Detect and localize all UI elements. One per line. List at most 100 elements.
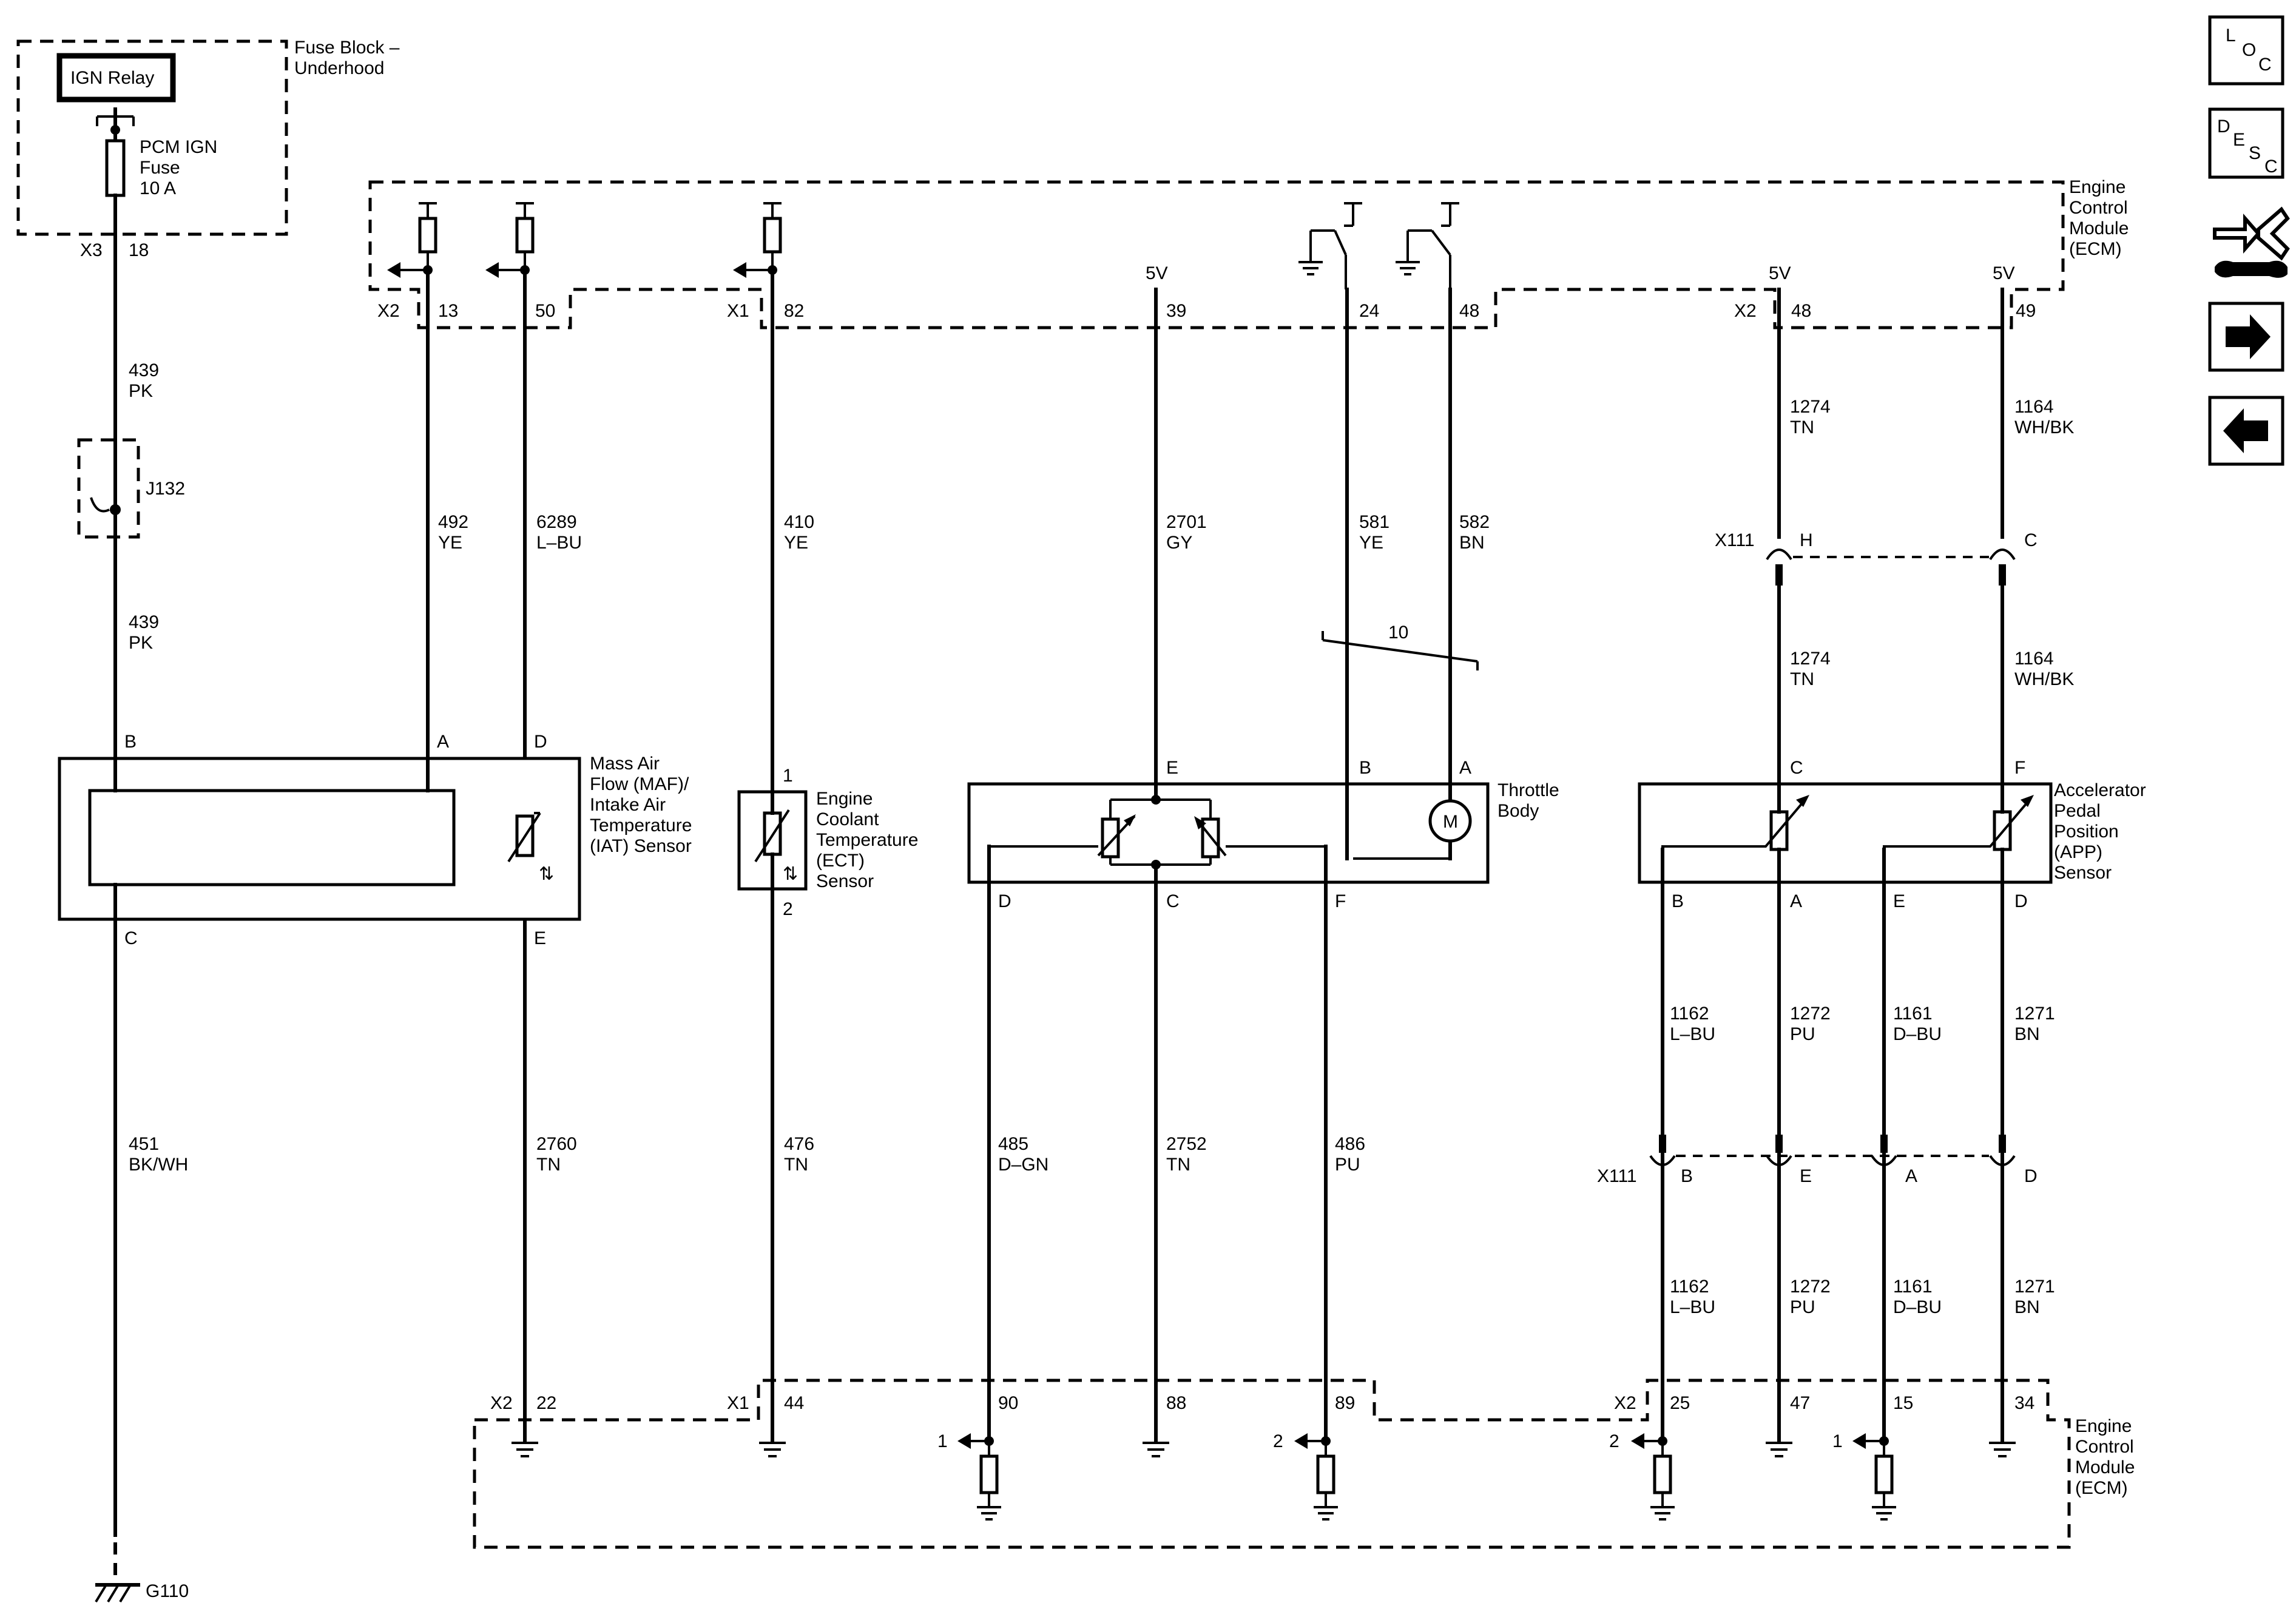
svg-text:1: 1	[937, 1431, 948, 1451]
ecm-ground-47	[1766, 1418, 1792, 1457]
svg-text:Accelerator: Accelerator	[2054, 780, 2146, 800]
ground-label: G110	[146, 1581, 189, 1601]
svg-text:X111: X111	[1597, 1166, 1637, 1186]
maf-iat-sensor: 492 YE 6289 L–BU ⇅ B A D C E Mass Air Fl…	[58, 268, 692, 1422]
ground-g110: G110	[95, 1581, 189, 1603]
svg-text:90: 90	[998, 1393, 1018, 1413]
splice-j132	[77, 438, 140, 539]
svg-text:1274: 1274	[1790, 397, 1831, 417]
desc-button[interactable]: D E S C	[2208, 107, 2284, 179]
svg-text:TN: TN	[1166, 1155, 1190, 1175]
arrow-right-icon	[2226, 314, 2271, 359]
svg-text:H: H	[1800, 530, 1813, 550]
svg-text:Sensor: Sensor	[2054, 863, 2112, 883]
ign-relay-box	[56, 53, 176, 103]
svg-text:TN: TN	[1790, 417, 1814, 437]
svg-text:X111: X111	[1715, 530, 1755, 550]
svg-text:Body: Body	[1497, 801, 1539, 821]
svg-text:E: E	[534, 928, 546, 948]
svg-text:Engine: Engine	[2075, 1416, 2132, 1436]
svg-text:439: 439	[129, 360, 159, 380]
svg-text:49: 49	[2016, 301, 2036, 321]
svg-text:X1: X1	[727, 1393, 749, 1413]
svg-text:D–GN: D–GN	[998, 1155, 1048, 1175]
svg-text:TN: TN	[1790, 669, 1814, 689]
svg-text:WH/BK: WH/BK	[2014, 669, 2074, 689]
ecm-pullup-13	[387, 202, 437, 278]
svg-text:A: A	[1905, 1166, 1917, 1186]
svg-text:E: E	[1800, 1166, 1812, 1186]
ecm-ground-44	[759, 1418, 786, 1457]
svg-text:1162: 1162	[1670, 1277, 1709, 1297]
svg-text:X2: X2	[377, 301, 400, 321]
pcm-ign-fuse	[105, 139, 126, 197]
throttle-body: 2701 GY 581 YE 582 BN 10 M	[967, 288, 1559, 1422]
svg-text:Module: Module	[2075, 1457, 2135, 1477]
svg-text:10: 10	[1388, 623, 1408, 643]
svg-text:B: B	[1672, 891, 1684, 911]
svg-text:GY: GY	[1166, 533, 1192, 553]
svg-text:D: D	[2217, 116, 2230, 137]
svg-text:492: 492	[438, 512, 468, 532]
loc-button[interactable]: L O C	[2208, 15, 2284, 86]
svg-text:582: 582	[1459, 512, 1490, 532]
svg-text:22: 22	[536, 1393, 556, 1413]
ecm-ground-22	[512, 1418, 538, 1457]
svg-text:2: 2	[1273, 1431, 1283, 1451]
ecm-pulldown-25: 2	[1609, 1418, 1675, 1521]
svg-text:D–BU: D–BU	[1893, 1024, 1942, 1044]
svg-text:Control: Control	[2069, 198, 2128, 218]
svg-text:C: C	[2258, 55, 2272, 75]
connector-x111-lower: X111 B E A D	[1597, 1135, 2038, 1186]
svg-text:44: 44	[784, 1393, 804, 1413]
connector-tool-icon[interactable]	[2213, 206, 2290, 278]
svg-text:5V: 5V	[1146, 263, 1168, 283]
svg-text:A: A	[1790, 891, 1802, 911]
svg-text:B: B	[1681, 1166, 1693, 1186]
ign-relay-label: IGN Relay	[70, 68, 154, 88]
svg-text:A: A	[437, 732, 449, 752]
svg-text:1161: 1161	[1893, 1277, 1933, 1297]
svg-text:X2: X2	[1734, 301, 1757, 321]
svg-text:B: B	[124, 732, 137, 752]
svg-text:YE: YE	[784, 533, 808, 553]
svg-text:E: E	[1166, 758, 1178, 778]
svg-text:C: C	[1790, 758, 1803, 778]
svg-text:X2: X2	[1614, 1393, 1636, 1413]
svg-text:1: 1	[783, 766, 793, 786]
svg-text:Control: Control	[2075, 1437, 2134, 1457]
svg-text:2701: 2701	[1166, 512, 1207, 532]
svg-text:D–BU: D–BU	[1893, 1297, 1942, 1317]
svg-text:(IAT) Sensor: (IAT) Sensor	[590, 836, 692, 856]
svg-text:485: 485	[998, 1134, 1028, 1154]
svg-text:5V: 5V	[1769, 263, 1791, 283]
svg-text:C: C	[124, 928, 138, 948]
svg-text:(APP): (APP)	[2054, 842, 2102, 862]
next-page-button[interactable]	[2208, 302, 2284, 372]
svg-text:(ECT): (ECT)	[816, 851, 865, 871]
svg-text:D: D	[998, 891, 1011, 911]
svg-text:451: 451	[129, 1134, 159, 1154]
svg-text:X1: X1	[727, 301, 749, 321]
svg-text:410: 410	[784, 512, 814, 532]
svg-text:88: 88	[1166, 1393, 1186, 1413]
fuse-block-underhood: Fuse Block – Underhood IGN Relay PCM IGN…	[16, 38, 400, 260]
svg-text:E: E	[2233, 130, 2245, 150]
ecm-driver-48	[1396, 202, 1459, 289]
svg-text:486: 486	[1335, 1134, 1365, 1154]
svg-text:PK: PK	[129, 381, 153, 401]
ect-sensor: 410 YE ⇅ 1 2 Engine Coolant Temperature …	[737, 268, 918, 1422]
ecm-driver-24	[1298, 202, 1362, 289]
svg-text:BK/WH: BK/WH	[129, 1155, 188, 1175]
prev-page-button[interactable]	[2208, 396, 2284, 466]
throttle-motor	[1428, 799, 1472, 843]
svg-text:E: E	[1893, 891, 1905, 911]
svg-text:Mass Air: Mass Air	[590, 754, 660, 774]
svg-text:Temperature: Temperature	[816, 830, 918, 850]
fuse-block-title: Fuse Block –	[294, 38, 400, 58]
svg-text:PU: PU	[1335, 1155, 1360, 1175]
svg-text:47: 47	[1790, 1393, 1810, 1413]
wire-439-451-column: 439 PK J132 439 PK 451 BK/WH	[77, 232, 188, 1578]
svg-text:F: F	[2014, 758, 2025, 778]
